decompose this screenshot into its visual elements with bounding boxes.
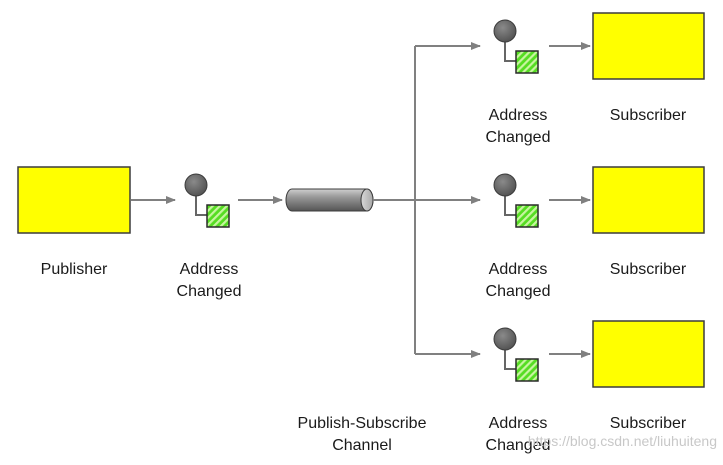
publisher-message: Address Changed bbox=[177, 173, 242, 300]
subscriber-box bbox=[592, 320, 705, 388]
message-circle-icon bbox=[493, 19, 517, 43]
subscriber-box bbox=[592, 166, 705, 234]
subscriber-label: Subscriber bbox=[610, 261, 687, 278]
message-data-icon bbox=[515, 204, 539, 228]
message-data-icon bbox=[515, 50, 539, 74]
publisher-label: Publisher bbox=[41, 261, 108, 278]
channel-pipe-cap bbox=[360, 188, 374, 212]
message-label-line1: Address bbox=[489, 261, 548, 278]
message-label-line2: Changed bbox=[486, 129, 551, 146]
publish-subscribe-channel: Publish-Subscribe Channel bbox=[285, 188, 427, 454]
watermark: https://blog.csdn.net/liuhuiteng bbox=[528, 433, 717, 449]
subscriber-branch-1: Address Changed Subscriber bbox=[486, 12, 705, 146]
message-circle-icon bbox=[493, 327, 517, 351]
subscriber-label: Subscriber bbox=[610, 415, 687, 432]
subscriber-branch-2: Address Changed Subscriber bbox=[486, 166, 705, 300]
channel-label-line1: Publish-Subscribe bbox=[298, 415, 427, 432]
channel-label-line2: Channel bbox=[332, 437, 392, 454]
subscriber-box bbox=[592, 12, 705, 80]
message-label-line1: Address bbox=[180, 261, 239, 278]
message-data-icon bbox=[206, 204, 230, 228]
message-label-line2: Changed bbox=[177, 283, 242, 300]
message-data-icon bbox=[515, 358, 539, 382]
publisher: Publisher bbox=[17, 166, 131, 278]
message-circle-icon bbox=[493, 173, 517, 197]
message-label-line1: Address bbox=[489, 415, 548, 432]
publisher-box bbox=[17, 166, 131, 234]
message-label-line2: Changed bbox=[486, 283, 551, 300]
subscriber-label: Subscriber bbox=[610, 107, 687, 124]
message-label-line2: Changed bbox=[486, 437, 551, 454]
message-circle-icon bbox=[184, 173, 208, 197]
subscriber-branch-3: Address Changed Subscriber bbox=[486, 320, 705, 454]
channel-pipe-icon bbox=[285, 188, 374, 212]
message-label-line1: Address bbox=[489, 107, 548, 124]
